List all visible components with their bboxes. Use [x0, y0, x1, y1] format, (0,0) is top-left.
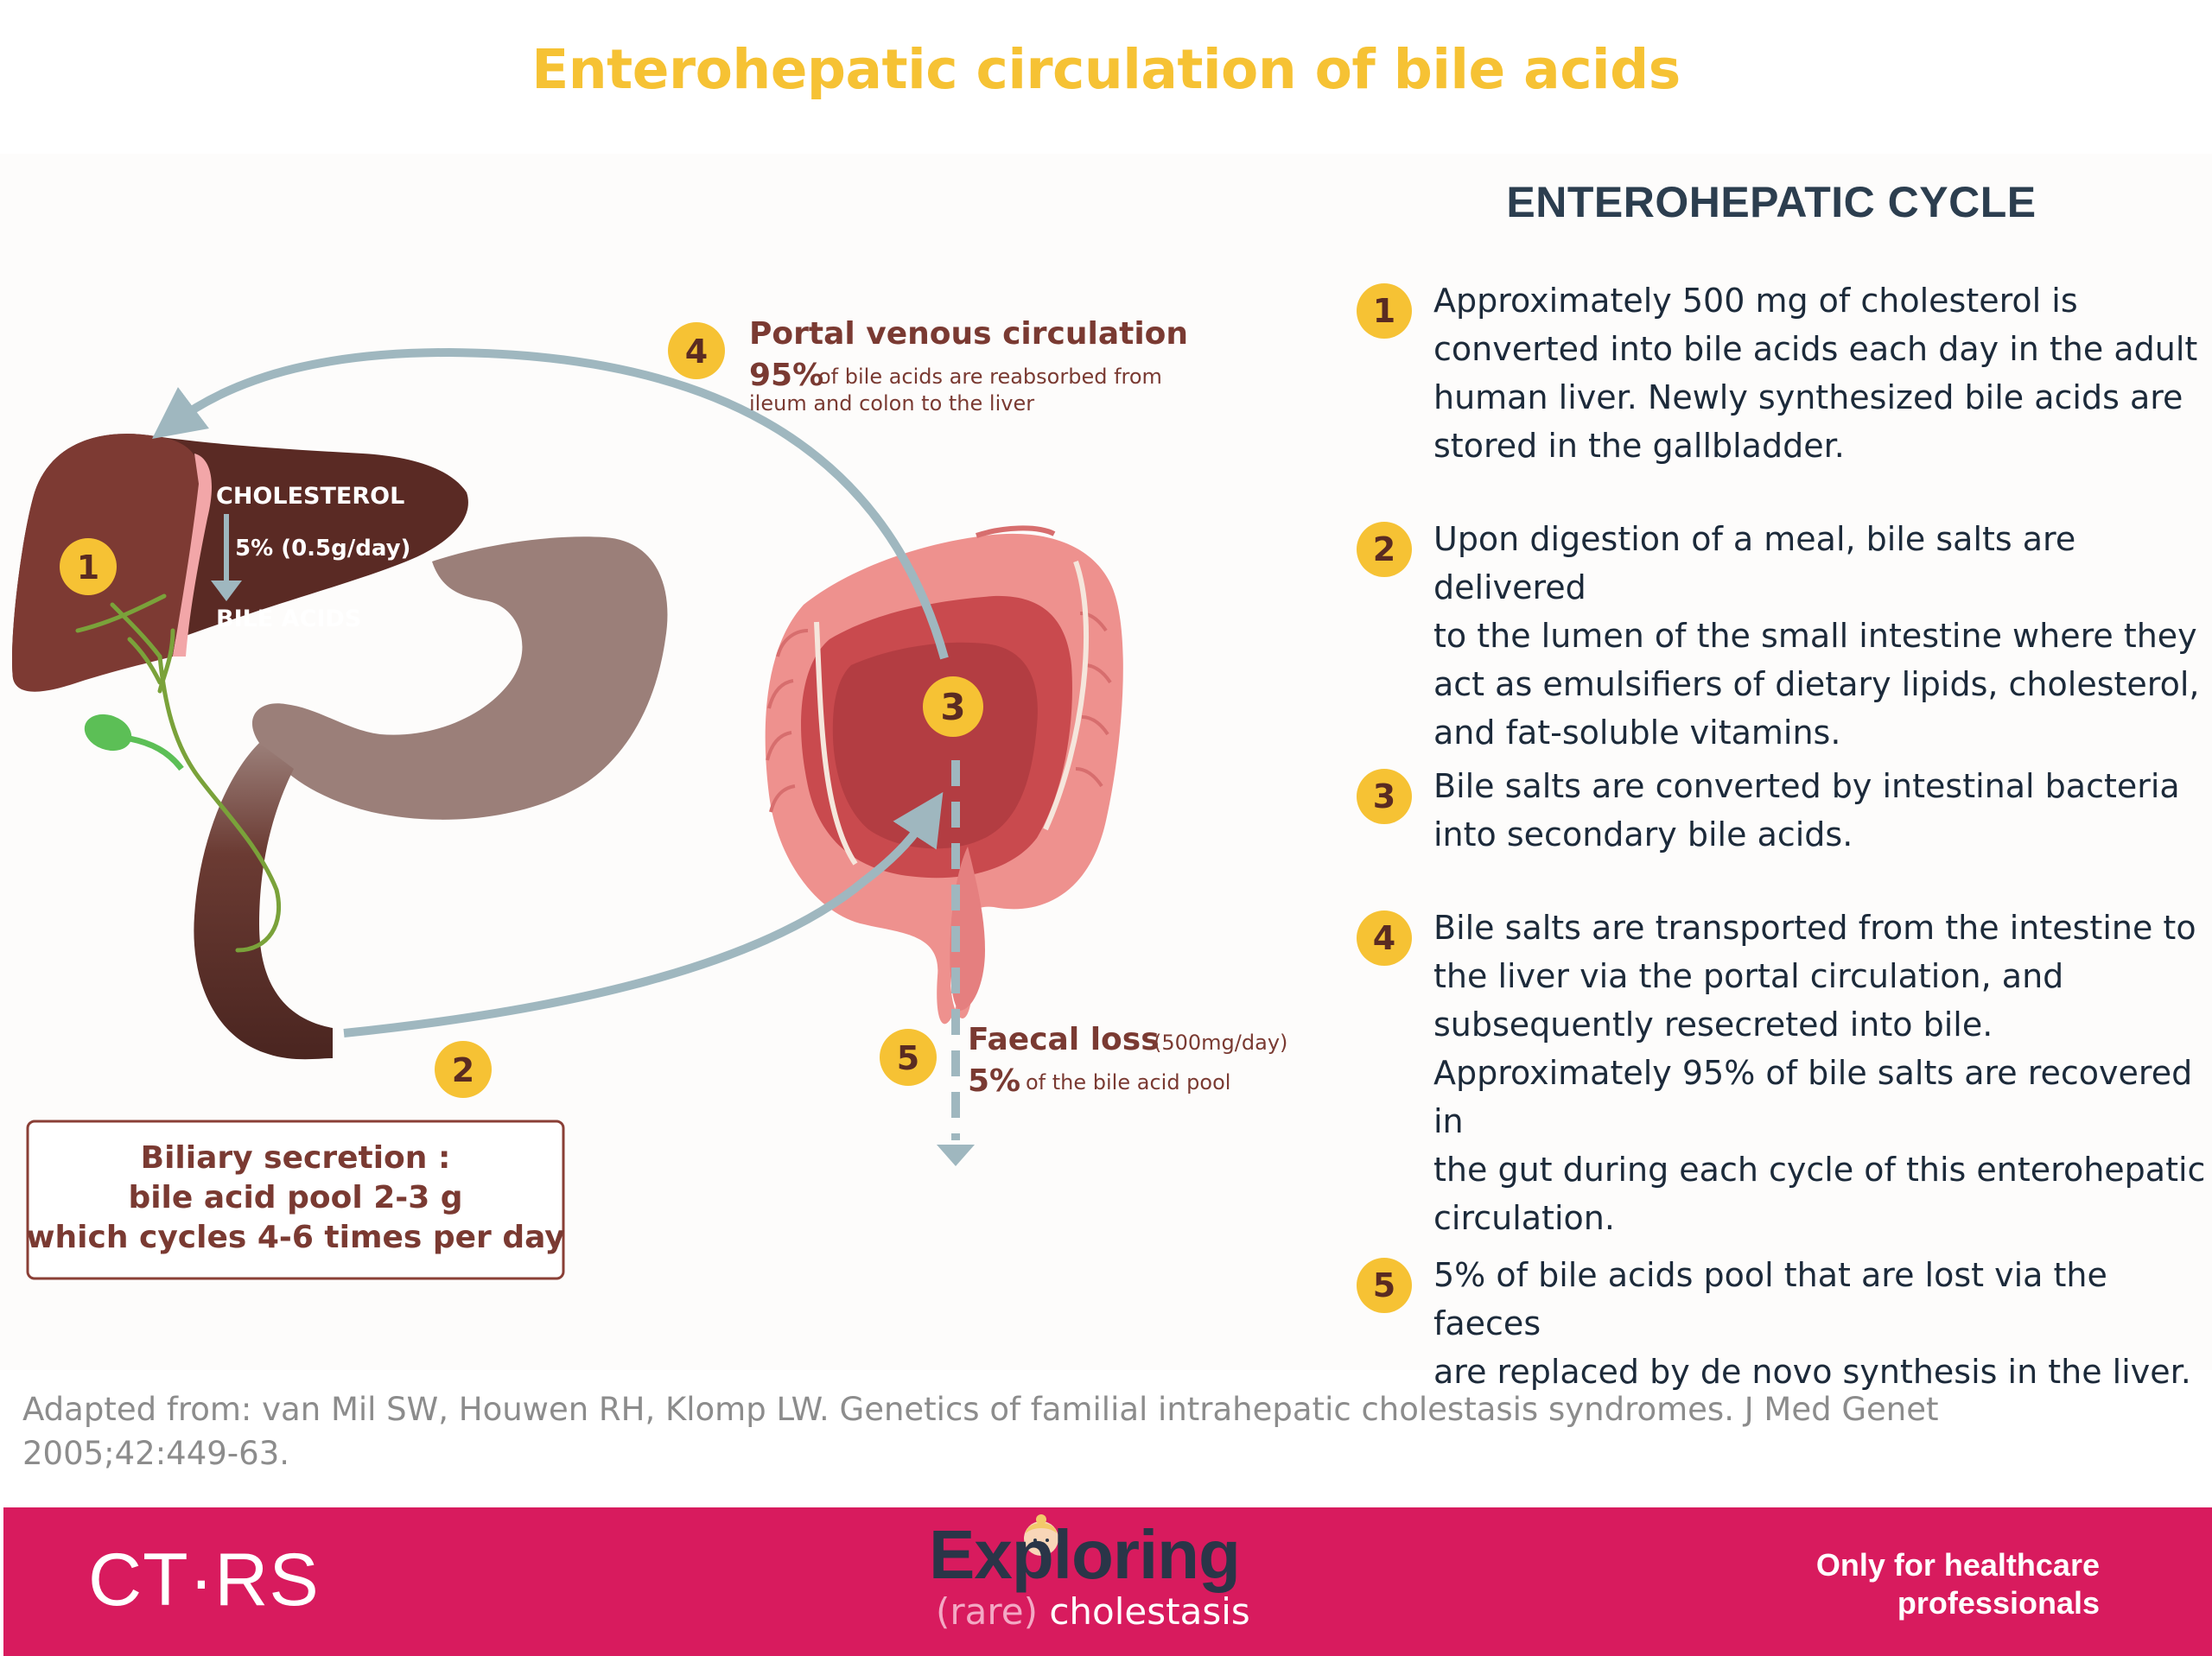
enterohepatic-diagram: 1 4 3 2 5 CHOLESTEROL 5% (0.5g/day) BILE…	[12, 316, 1287, 1280]
footer-bar: CT·RS Exploring (rare) cholestasis Only …	[0, 1507, 2212, 1656]
cholesterol-label: CHOLESTEROL	[216, 483, 404, 510]
portal-heading: Portal venous circulation	[749, 316, 1188, 352]
ctrs-logo: CT·RS	[88, 1539, 320, 1621]
step-number: 4	[1357, 910, 1412, 966]
bile-duct	[75, 593, 282, 953]
portal-text-1: of bile acids are reabsorbed from	[818, 365, 1162, 389]
step-number: 3	[1357, 769, 1412, 824]
marker-1: 1	[60, 538, 117, 595]
cycle-heading: ENTEROHEPATIC CYCLE	[1506, 178, 2037, 226]
step-text: Upon digestion of a meal, bile salts are…	[1433, 520, 2200, 752]
svg-text:3: 3	[940, 686, 965, 728]
biliary-box	[26, 1120, 565, 1280]
duodenum-shape	[194, 743, 333, 1060]
exploring-cholestasis-logo: Exploring (rare) cholestasis	[929, 1516, 1326, 1634]
conversion-label: 5% (0.5g/day)	[235, 536, 410, 562]
faecal-text: of the bile acid pool	[1026, 1070, 1230, 1094]
svg-text:5: 5	[897, 1039, 919, 1077]
faecal-percent: 5%	[968, 1063, 1020, 1099]
faecal-arrow-head	[937, 1145, 975, 1166]
step-number: 2	[1357, 522, 1412, 577]
marker-5: 5	[880, 1029, 937, 1086]
baby-icon	[1024, 1514, 1058, 1556]
page-title: Enterohepatic circulation of bile acids	[531, 38, 1681, 101]
svg-text:4: 4	[685, 333, 708, 371]
healthcare-note: Only for healthcare professionals	[1815, 1547, 2100, 1621]
step-text: Approximately 500 mg of cholesterol is c…	[1433, 282, 2198, 465]
portal-arrow	[151, 347, 949, 660]
brand-sub: (rare) cholestasis	[936, 1590, 1250, 1633]
faecal-heading: Faecal loss	[968, 1022, 1160, 1057]
intestine-shape	[765, 525, 1123, 1025]
portal-text-2: ileum and colon to the liver	[749, 391, 1034, 416]
step-number: 5	[1357, 1258, 1412, 1313]
faecal-rate: (500mg/day)	[1154, 1031, 1287, 1055]
svg-text:2: 2	[452, 1051, 474, 1089]
step-text: 5% of bile acids pool that are lost via …	[1433, 1256, 2191, 1391]
biliary-line-3: which cycles 4-6 times per day	[26, 1220, 565, 1255]
conversion-arrow	[211, 581, 242, 601]
biliary-line-2: bile acid pool 2-3 g	[128, 1180, 462, 1215]
gallbladder-shape	[84, 714, 132, 752]
step-text: Bile salts are converted by intestinal b…	[1433, 767, 2180, 853]
biliary-line-1: Biliary secretion :	[141, 1140, 451, 1176]
marker-3: 3	[923, 676, 983, 737]
step-number: 1	[1357, 283, 1412, 339]
marker-2: 2	[435, 1041, 492, 1098]
citation: Adapted from: van Mil SW, Houwen RH, Klo…	[22, 1391, 1939, 1472]
bile-acids-label: BILE ACIDS	[216, 606, 361, 632]
svg-text:1: 1	[77, 549, 99, 587]
biliary-arrow	[343, 791, 944, 1037]
liver-ligament	[173, 454, 212, 657]
brand-main: Exploring	[929, 1516, 1241, 1593]
step-text: Bile salts are transported from the inte…	[1433, 909, 2206, 1237]
marker-4: 4	[668, 322, 725, 379]
portal-percent: 95%	[749, 358, 823, 393]
stomach-shape	[251, 536, 668, 820]
